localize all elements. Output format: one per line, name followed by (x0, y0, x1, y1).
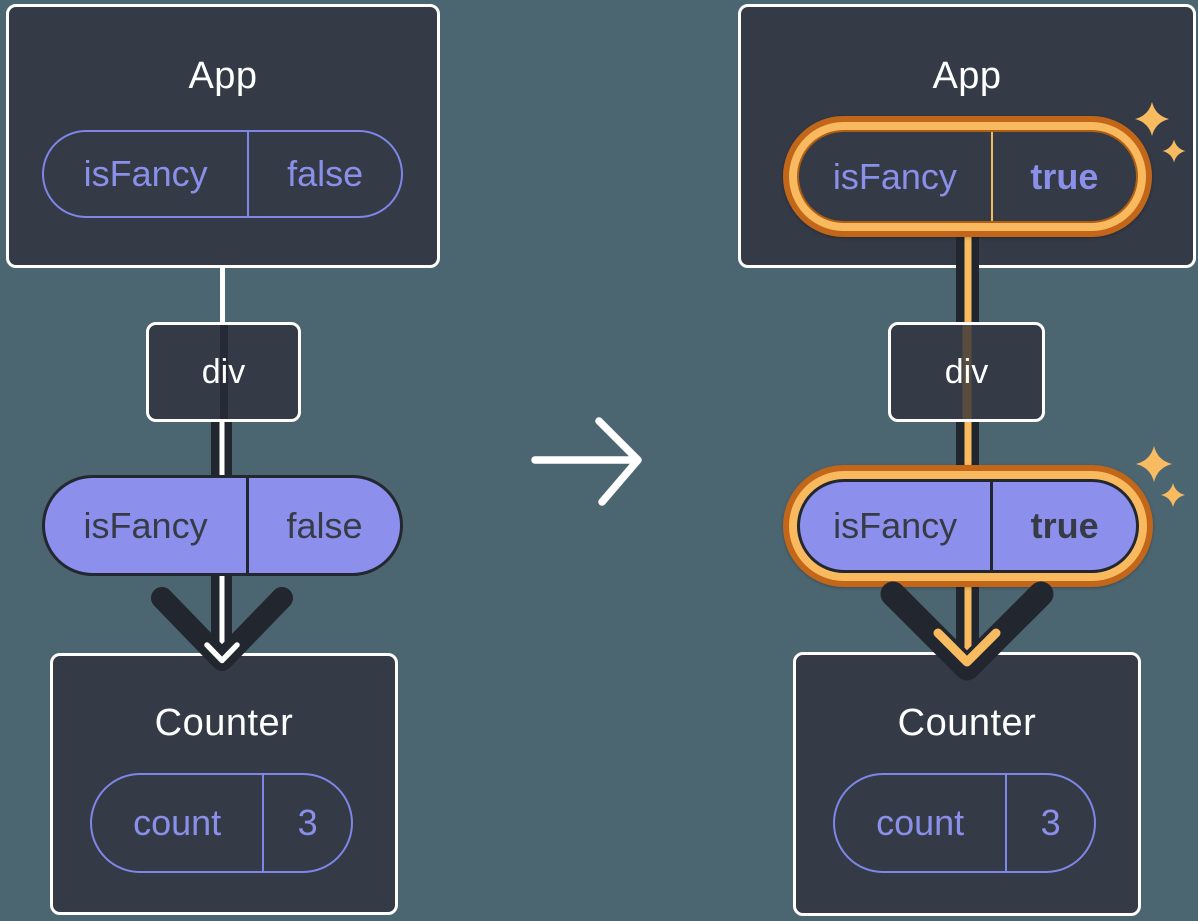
prop-value: false (286, 504, 363, 546)
right-counter-title: Counter (897, 702, 1037, 744)
right-app-to-div-line (956, 232, 979, 322)
right-div-card: div (888, 322, 1045, 422)
prop-value: true (1030, 505, 1099, 546)
left-div-label: div (201, 352, 246, 391)
state-name: isFancy (44, 132, 250, 216)
left-app-state-pill: isFancy false (42, 130, 403, 218)
state-value: 3 (297, 802, 318, 843)
state-name: count (835, 775, 1008, 871)
right-prop-pill: isFancy true (797, 479, 1139, 573)
arrow-down-icon (151, 587, 293, 671)
right-app-state-pill: isFancy true (797, 130, 1138, 223)
right-app-state-pill-highlight: isFancy true (783, 116, 1152, 237)
left-counter-title: Counter (154, 702, 294, 744)
line-through-div (219, 325, 228, 419)
right-counter-state-pill: count 3 (833, 773, 1096, 873)
right-app-title: App (932, 55, 1002, 97)
left-app-title: App (188, 55, 258, 97)
prop-name: isFancy (800, 482, 994, 570)
sparkle-icon (1136, 446, 1185, 507)
left-app-to-div-line (220, 266, 225, 324)
state-name: isFancy (799, 132, 993, 221)
state-value: 3 (1040, 802, 1061, 843)
state-name: count (92, 775, 265, 871)
arrow-down-icon (880, 581, 1054, 681)
arrow-right-icon (531, 417, 642, 506)
right-div-label: div (944, 352, 989, 391)
left-div-card: div (146, 322, 301, 422)
sparkle-icon (1135, 102, 1186, 163)
prop-name: isFancy (45, 478, 250, 573)
line-through-div (962, 325, 971, 419)
right-prop-pill-highlight: isFancy true (783, 465, 1153, 587)
left-prop-pill: isFancy false (42, 475, 403, 576)
state-value: false (287, 153, 364, 194)
state-value: true (1030, 155, 1099, 197)
left-counter-state-pill: count 3 (90, 773, 353, 873)
